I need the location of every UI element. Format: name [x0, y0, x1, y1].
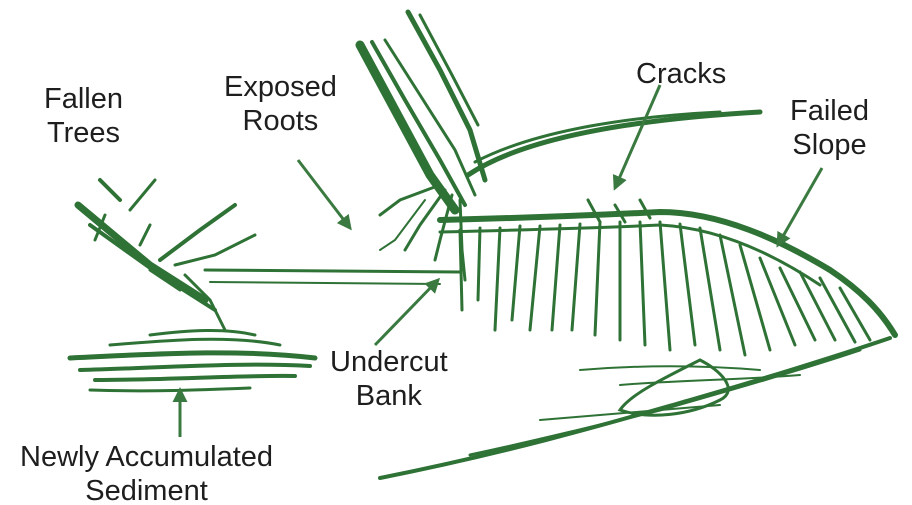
fallen-trees-illustration	[78, 180, 460, 330]
label-undercut-bank-line2: Bank	[330, 379, 448, 413]
label-cracks-line1: Cracks	[636, 57, 726, 91]
stream-channel-illustration	[380, 338, 890, 478]
label-failed-slope-line1: Failed	[790, 94, 869, 128]
label-sediment-line1: Newly Accumulated	[20, 440, 273, 474]
label-failed-slope: Failed Slope	[790, 94, 869, 162]
label-undercut-bank: Undercut Bank	[330, 345, 448, 413]
label-sediment-line2: Sediment	[20, 474, 273, 505]
label-fallen-trees-line2: Trees	[44, 116, 123, 150]
sediment-deposit-illustration	[70, 330, 315, 390]
eroded-stream-bank-illustration	[440, 200, 895, 355]
label-fallen-trees: Fallen Trees	[44, 82, 123, 150]
label-exposed-roots: Exposed Roots	[224, 70, 337, 138]
undercut-bank-arrow	[375, 280, 438, 345]
label-exposed-roots-line2: Roots	[224, 104, 337, 138]
label-exposed-roots-line1: Exposed	[224, 70, 337, 104]
cracks-arrow	[615, 85, 660, 188]
label-failed-slope-line2: Slope	[790, 128, 869, 162]
exposed-roots-arrow	[298, 160, 350, 228]
label-fallen-trees-line1: Fallen	[44, 82, 123, 116]
label-cracks: Cracks	[636, 57, 726, 91]
label-undercut-bank-line1: Undercut	[330, 345, 448, 379]
failed-slope-arrow	[778, 168, 822, 245]
label-newly-accumulated-sediment: Newly Accumulated Sediment	[20, 440, 273, 505]
